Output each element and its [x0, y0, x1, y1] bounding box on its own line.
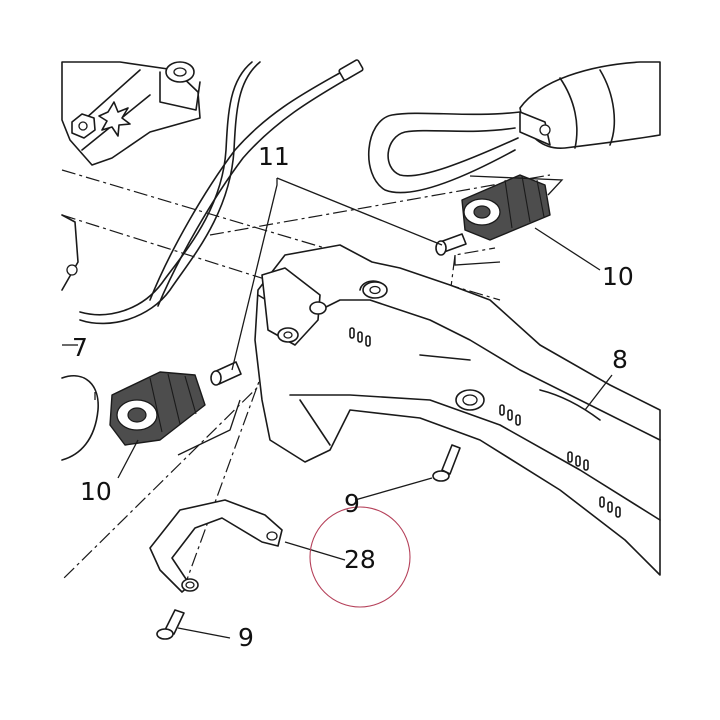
left-fairing-edge: [61, 214, 99, 461]
callout-9-lower: 9: [238, 623, 254, 652]
cable-harness: [79, 59, 364, 325]
callout-11: 11: [258, 142, 290, 171]
top-left-mount: [61, 61, 201, 166]
callout-28: 28: [344, 545, 376, 574]
star-washer-icon: [98, 101, 131, 137]
rubber-grommet-left: [109, 371, 206, 446]
leader-lines: [62, 175, 613, 639]
callout-10-right: 10: [602, 262, 634, 291]
top-right-handle: [367, 61, 661, 194]
slot-cluster: [349, 327, 621, 518]
bracket-28: [149, 499, 283, 593]
callout-10-left: 10: [80, 477, 112, 506]
main-bracket: [254, 244, 661, 576]
callout-8: 8: [612, 345, 628, 374]
callout-9-upper: 9: [344, 489, 360, 518]
highlight-circle: [309, 506, 411, 608]
rubber-grommet-right: [461, 174, 551, 241]
screw-9-lower: [156, 609, 185, 640]
nut-icon: [71, 113, 96, 139]
screw-9-upper: [432, 444, 461, 482]
connector-icon: [338, 59, 364, 81]
screw-11: [435, 233, 467, 256]
screw-11-left: [210, 361, 242, 386]
callout-7: 7: [72, 333, 88, 362]
callout-labels: 11 10 8 7 10 9 28 9: [72, 142, 634, 652]
